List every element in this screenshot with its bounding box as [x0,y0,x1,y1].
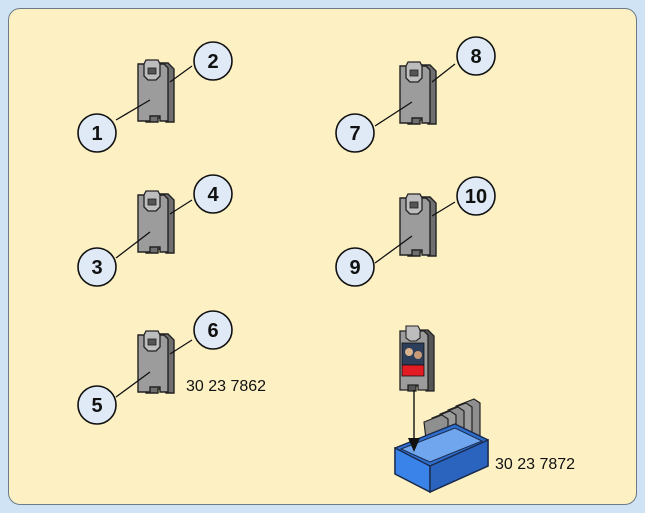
photo-tile [399,325,435,392]
callout-9: 9 [349,257,360,279]
callout-8: 8 [470,46,481,68]
tile-5-6 [137,330,175,394]
part-number-tile-set: 30 23 7862 [186,378,267,395]
tile-1-2 [137,59,175,123]
callout-4: 4 [207,184,219,206]
tile-7-8 [399,61,437,125]
callout-10: 10 [465,186,487,208]
callout-circles [77,36,496,425]
part-number-tile-box: 30 23 7872 [495,456,576,473]
callout-3: 3 [91,257,102,279]
tile-3-4 [137,190,175,254]
callout-2: 2 [207,51,218,73]
tile-9-10 [399,193,437,257]
callout-1: 1 [91,123,102,145]
callout-7: 7 [349,123,360,145]
callout-6: 6 [207,320,218,342]
callout-5: 5 [91,395,102,417]
tile-box [394,398,489,494]
